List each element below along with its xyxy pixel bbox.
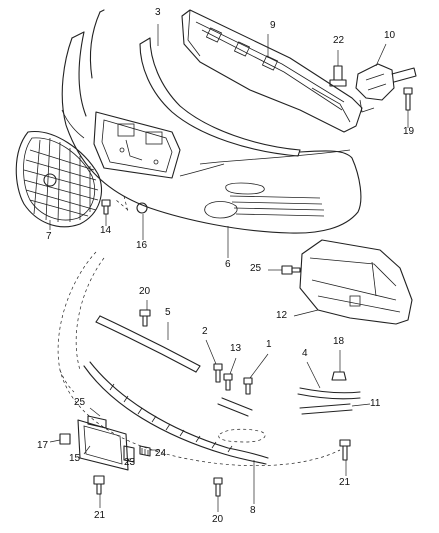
callout-21-left: 21 (94, 510, 106, 521)
callout-16: 16 (136, 240, 148, 251)
callout-9: 9 (270, 20, 276, 31)
callout-15: 15 (69, 453, 81, 464)
pad-24 (139, 445, 151, 457)
callout-4: 4 (302, 348, 308, 359)
nut-18 (331, 371, 347, 381)
fastener-25a (281, 265, 301, 275)
lower-fascia-phantom (57, 251, 341, 466)
callout-18: 18 (333, 336, 345, 347)
bolt-19 (403, 87, 413, 111)
callout-8: 8 (250, 505, 256, 516)
brace-1 (217, 397, 253, 417)
callout-1: 1 (266, 339, 272, 350)
callout-24: 24 (155, 448, 167, 459)
pad-23 (123, 445, 135, 463)
bolt-2 (213, 363, 223, 383)
bolt-20a (139, 309, 151, 327)
bolt-1 (243, 377, 253, 395)
side-strip-4 (297, 387, 361, 400)
callout-5: 5 (165, 307, 171, 318)
callout-labels: 3 9 22 10 19 7 14 16 6 25 20 5 12 2 13 1… (37, 7, 415, 525)
bolt-21b (93, 475, 105, 495)
bolt-22 (329, 65, 347, 87)
bolt-20b (213, 477, 223, 497)
upper-molding-3 (139, 37, 301, 157)
front-fascia-6 (61, 9, 362, 234)
bumper-beam-9 (181, 9, 363, 133)
callout-7: 7 (46, 231, 52, 242)
callout-11: 11 (370, 398, 381, 409)
callout-10: 10 (384, 30, 396, 41)
callout-25-lower: 25 (74, 397, 86, 408)
callout-25-upper: 25 (250, 263, 262, 274)
lower-retainer-8 (83, 361, 269, 465)
callout-13: 13 (230, 343, 242, 354)
callout-22: 22 (333, 35, 345, 46)
callout-17: 17 (37, 440, 49, 451)
upper-strip-5 (95, 315, 201, 373)
callout-3: 3 (155, 7, 161, 18)
clip-14 (101, 199, 111, 215)
callout-21-right: 21 (339, 477, 351, 488)
grille-7 (15, 131, 102, 228)
callout-14: 14 (100, 225, 112, 236)
leader-lines (49, 24, 409, 512)
callout-20-upper: 20 (139, 286, 151, 297)
callout-12: 12 (276, 310, 288, 321)
callout-6: 6 (225, 259, 231, 270)
callout-19: 19 (403, 126, 415, 137)
callout-20-lower: 20 (212, 514, 224, 525)
bolt-21a (339, 439, 351, 461)
side-strip-11 (299, 403, 353, 415)
nut-16 (115, 195, 148, 214)
clip-17 (59, 433, 71, 445)
bolt-13 (223, 373, 233, 391)
air-deflector-12 (299, 239, 413, 325)
plate-bracket-15 (77, 415, 129, 471)
bracket-10 (355, 63, 417, 113)
callout-2: 2 (202, 326, 208, 337)
callout-23: 23 (124, 457, 136, 468)
